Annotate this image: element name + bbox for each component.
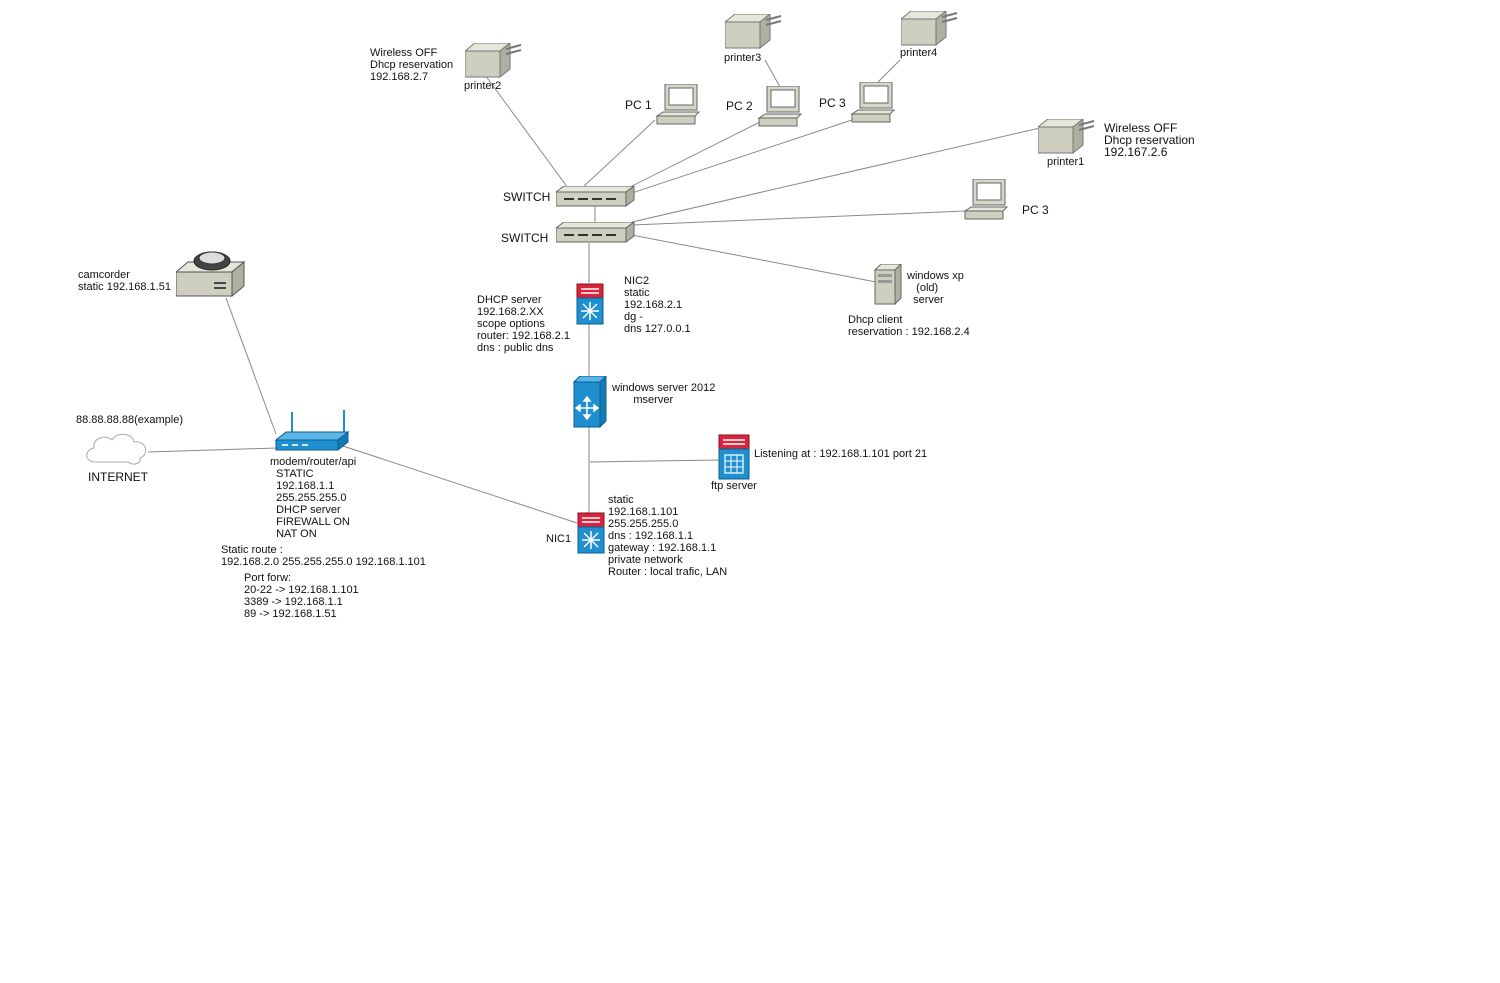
- ftp-note: Listening at : 192.168.1.101 port 21: [754, 448, 928, 460]
- link-server-ftp: [589, 459, 721, 463]
- server-icon: [573, 376, 607, 428]
- router-icon: [274, 408, 350, 452]
- cloud-icon: [82, 430, 152, 466]
- link-printer2-switch1: [484, 74, 569, 189]
- nic-icon: [576, 283, 604, 325]
- port-forwarding: Port forw: 20-22 -> 192.168.1.101 3389 -…: [244, 572, 359, 620]
- link-printer1-switch2: [631, 127, 1041, 223]
- link-xp-switch2: [631, 234, 877, 283]
- printer1-note: Wireless OFF Dhcp reservation 192.167.2.…: [1104, 121, 1195, 159]
- printer2-note: Wireless OFF Dhcp reservation 192.168.2.…: [370, 47, 454, 83]
- link-pc2-switch1: [623, 121, 761, 191]
- link-pc3b-switch2: [631, 210, 966, 226]
- pc3a-label: PC 3: [819, 96, 846, 110]
- switch-icon: [556, 222, 636, 244]
- printer1-label: printer1: [1047, 156, 1085, 168]
- pc-icon: [655, 84, 701, 128]
- switch-icon: [556, 186, 636, 208]
- pc-icon: [963, 179, 1009, 223]
- pc-icon: [757, 86, 803, 130]
- ftp-server-icon: [718, 434, 750, 480]
- link-router-camcorder: [225, 297, 277, 435]
- printer4-label: printer4: [900, 47, 938, 59]
- switch2-label: SWITCH: [501, 231, 549, 245]
- static-route: Static route : 192.168.2.0 255.255.255.0…: [221, 544, 426, 568]
- printer-icon: [1038, 119, 1096, 155]
- internet-label: INTERNET: [88, 470, 148, 484]
- win-server-label: windows server 2012 mserver: [612, 382, 716, 406]
- nic1-note: static 192.168.1.101 255.255.255.0 dns :…: [608, 494, 728, 578]
- link-printer4-pc3a: [877, 59, 901, 83]
- nic2-label: NIC2 static 192.168.2.1 dg - dns 127.0.0…: [624, 275, 691, 335]
- router-label: modem/router/api: [270, 456, 357, 468]
- xp-server-note: Dhcp client reservation : 192.168.2.4: [848, 314, 970, 338]
- printer-icon: [725, 14, 783, 50]
- camcorder-label: camcorder static 192.168.1.51: [78, 269, 171, 293]
- ftp-label: ftp server: [711, 480, 757, 492]
- link-router-internet: [147, 447, 278, 453]
- pc-icon: [850, 82, 896, 126]
- link-pc3a-switch1: [631, 117, 859, 194]
- router-note: STATIC 192.168.1.1 255.255.255.0 DHCP se…: [276, 468, 350, 540]
- pc2-label: PC 2: [726, 99, 753, 113]
- internet-ip: 88.88.88.88(example): [76, 414, 184, 426]
- pc1-label: PC 1: [625, 98, 652, 112]
- nic-icon: [577, 512, 605, 554]
- link-printer3-pc2: [764, 59, 781, 88]
- printer-icon: [901, 11, 959, 47]
- camcorder-icon: [176, 248, 246, 298]
- printer2-label: printer2: [464, 80, 502, 92]
- server-tower-icon: [873, 264, 903, 306]
- nic1-label: NIC1: [546, 533, 572, 545]
- printer3-label: printer3: [724, 52, 762, 64]
- switch1-label: SWITCH: [503, 190, 551, 204]
- pc3b-label: PC 3: [1022, 203, 1049, 217]
- xp-server-label: windows xp (old) server: [907, 270, 964, 306]
- link-pc1-switch1: [581, 119, 656, 189]
- link-router-nic1: [342, 445, 578, 524]
- printer-icon: [465, 43, 523, 79]
- dhcp-server-note: DHCP server 192.168.2.XX scope options r…: [477, 294, 570, 354]
